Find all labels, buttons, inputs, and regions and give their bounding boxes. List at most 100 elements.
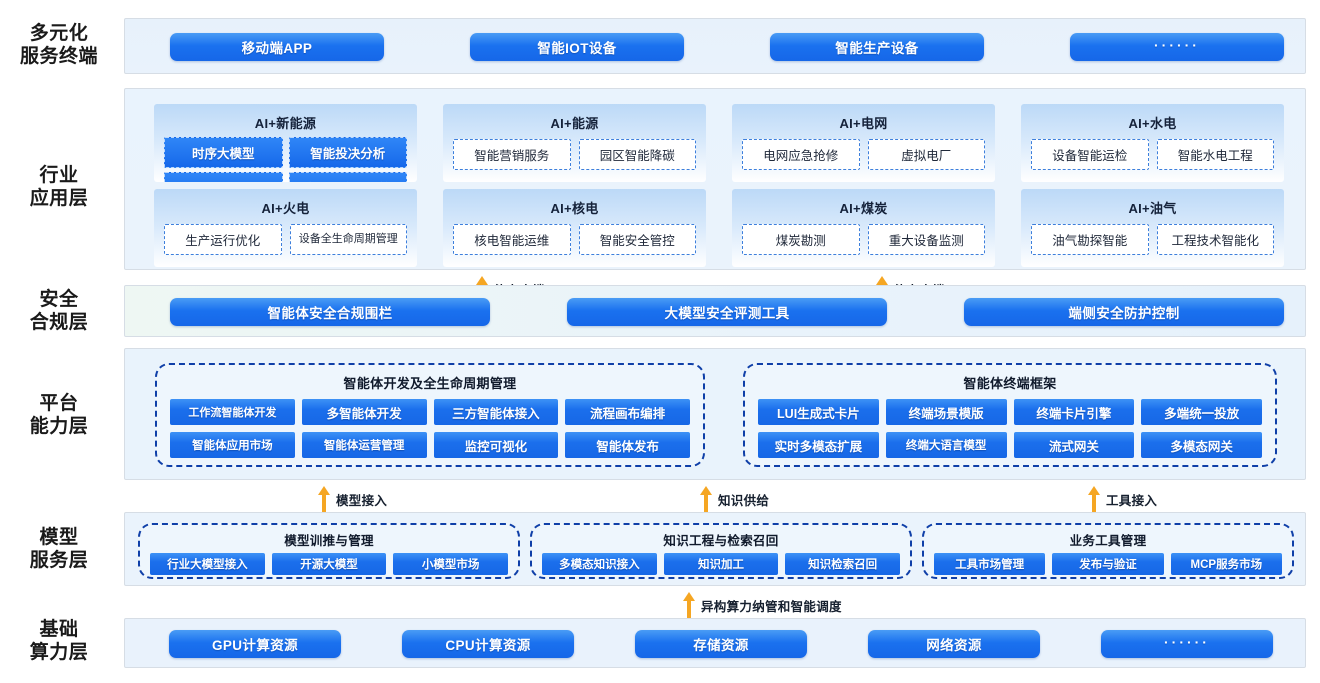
industry-card-5-items: 核电智能运维 智能安全管控 bbox=[443, 217, 706, 255]
industry-chip[interactable]: 虚拟电厂 bbox=[867, 139, 985, 170]
industry-chip[interactable]: 工程技术智能化 bbox=[1156, 224, 1274, 255]
industry-chip[interactable]: 油气勘探智能 bbox=[1031, 224, 1149, 255]
up-arrow-icon bbox=[683, 592, 695, 618]
layer-label-compute-line1: 基础 bbox=[39, 619, 79, 640]
platform-item[interactable]: 终端场景模版 bbox=[885, 399, 1007, 425]
security-item-1[interactable]: 大模型安全评测工具 bbox=[567, 298, 887, 326]
model-layer-band: 模型训推与管理 行业大模型接入 开源大模型 小模型市场 知识工程与检索召回 多模… bbox=[124, 512, 1306, 586]
industry-card-7-title: AI+油气 bbox=[1128, 201, 1177, 216]
industry-chip[interactable]: 核电智能运维 bbox=[453, 224, 571, 255]
industry-chip[interactable]: 生产运行优化 bbox=[164, 224, 282, 255]
industry-chip[interactable]: 煤炭勘测 bbox=[742, 224, 860, 255]
terminal-item-3[interactable]: ······ bbox=[1070, 33, 1284, 61]
industry-chip[interactable]: 市场化交易决策 bbox=[288, 172, 407, 182]
industry-chip[interactable]: 智能投决分析 bbox=[288, 137, 407, 168]
industry-card-4[interactable]: AI+火电 生产运行优化 设备全生命周期管理 bbox=[154, 189, 417, 267]
terminal-item-1[interactable]: 智能IOT设备 bbox=[470, 33, 684, 61]
industry-chip[interactable]: 资产运营 bbox=[164, 172, 283, 182]
layer-label-model-line2: 服务层 bbox=[29, 550, 89, 572]
platform-item[interactable]: 多端统一投放 bbox=[1141, 399, 1262, 425]
platform-item[interactable]: 流程画布编排 bbox=[565, 399, 690, 425]
model-item[interactable]: 开源大模型 bbox=[271, 553, 387, 575]
model-item[interactable]: 发布与验证 bbox=[1052, 553, 1164, 575]
platform-item[interactable]: 智能体应用市场 bbox=[170, 432, 295, 458]
platform-item[interactable]: 三方智能体接入 bbox=[433, 399, 559, 425]
industry-card-2[interactable]: AI+电网 电网应急抢修 虚拟电厂 bbox=[732, 104, 995, 182]
compute-item-2[interactable]: 存储资源 bbox=[635, 630, 807, 658]
up-arrow-icon bbox=[318, 486, 330, 512]
industry-chip[interactable]: 智能水电工程 bbox=[1156, 139, 1274, 170]
platform-item[interactable]: 多模态网关 bbox=[1141, 432, 1262, 458]
platform-item[interactable]: 流式网关 bbox=[1013, 432, 1135, 458]
model-item[interactable]: MCP服务市场 bbox=[1170, 553, 1282, 575]
model-group-2: 业务工具管理 工具市场管理 发布与验证 MCP服务市场 bbox=[922, 523, 1294, 579]
platform-item[interactable]: 智能体发布 bbox=[565, 432, 690, 458]
model-group-0: 模型训推与管理 行业大模型接入 开源大模型 小模型市场 bbox=[138, 523, 520, 579]
industry-chip[interactable]: 智能营销服务 bbox=[453, 139, 571, 170]
industry-card-6[interactable]: AI+煤炭 煤炭勘测 重大设备监测 bbox=[732, 189, 995, 267]
industry-card-1-title: AI+能源 bbox=[550, 116, 599, 131]
platform-group-1-items: LUI生成式卡片 终端场景模版 终端卡片引擎 多端统一投放 实时多模态扩展 终端… bbox=[745, 392, 1275, 458]
industry-chip[interactable]: 智能安全管控 bbox=[578, 224, 696, 255]
platform-item[interactable]: 多智能体开发 bbox=[301, 399, 427, 425]
industry-chip[interactable]: 设备智能运检 bbox=[1031, 139, 1149, 170]
industry-card-7[interactable]: AI+油气 油气勘探智能 工程技术智能化 bbox=[1021, 189, 1284, 267]
model-item[interactable]: 行业大模型接入 bbox=[150, 553, 265, 575]
industry-chip[interactable]: 电网应急抢修 bbox=[742, 139, 860, 170]
layer-label-industry: 行业 应用层 bbox=[0, 164, 118, 210]
up-arrow-icon bbox=[700, 486, 712, 512]
industry-card-1-items: 智能营销服务 园区智能降碳 bbox=[443, 132, 706, 170]
layer-label-model-line1: 模型 bbox=[39, 527, 79, 548]
model-item[interactable]: 多模态知识接入 bbox=[542, 553, 657, 575]
industry-card-3[interactable]: AI+水电 设备智能运检 智能水电工程 bbox=[1021, 104, 1284, 182]
platform-layer-band: 智能体开发及全生命周期管理 工作流智能体开发 多智能体开发 三方智能体接入 流程… bbox=[124, 348, 1306, 480]
layer-label-platform-line1: 平台 bbox=[39, 393, 79, 414]
connector-caption: 知识供给 bbox=[718, 493, 770, 508]
platform-group-1-title: 智能体终端框架 bbox=[963, 376, 1057, 391]
industry-card-5[interactable]: AI+核电 核电智能运维 智能安全管控 bbox=[443, 189, 706, 267]
industry-card-0[interactable]: AI+新能源 时序大模型 智能投决分析 资产运营 市场化交易决策 bbox=[154, 104, 417, 182]
security-item-2[interactable]: 端侧安全防护控制 bbox=[964, 298, 1284, 326]
compute-item-1[interactable]: CPU计算资源 bbox=[402, 630, 574, 658]
connector-tool-access: 工具接入 bbox=[1088, 486, 1157, 512]
industry-chip[interactable]: 重大设备监测 bbox=[867, 224, 985, 255]
platform-item[interactable]: LUI生成式卡片 bbox=[758, 399, 879, 425]
terminal-item-2[interactable]: 智能生产设备 bbox=[770, 33, 984, 61]
industry-chip[interactable]: 园区智能降碳 bbox=[578, 139, 696, 170]
platform-item[interactable]: 终端卡片引擎 bbox=[1013, 399, 1135, 425]
industry-card-0-items: 时序大模型 智能投决分析 资产运营 市场化交易决策 bbox=[154, 132, 417, 182]
platform-group-0-title: 智能体开发及全生命周期管理 bbox=[343, 376, 517, 391]
model-item[interactable]: 知识检索召回 bbox=[785, 553, 900, 575]
layer-label-security-line1: 安全 bbox=[39, 289, 79, 310]
model-group-2-items: 工具市场管理 发布与验证 MCP服务市场 bbox=[924, 549, 1292, 575]
compute-item-3[interactable]: 网络资源 bbox=[868, 630, 1040, 658]
industry-chip[interactable]: 时序大模型 bbox=[164, 137, 283, 168]
security-item-0[interactable]: 智能体安全合规围栏 bbox=[170, 298, 490, 326]
model-group-0-title: 模型训推与管理 bbox=[284, 534, 374, 548]
model-item[interactable]: 小模型市场 bbox=[393, 553, 508, 575]
platform-item[interactable]: 工作流智能体开发 bbox=[170, 399, 295, 425]
industry-chip[interactable]: 设备全生命周期管理 bbox=[289, 224, 407, 255]
platform-item[interactable]: 终端大语言模型 bbox=[885, 432, 1007, 458]
connector-caption: 异构算力纳管和智能调度 bbox=[701, 599, 842, 614]
model-item[interactable]: 工具市场管理 bbox=[934, 553, 1046, 575]
layer-label-security-line2: 合规层 bbox=[29, 312, 89, 334]
industry-card-1[interactable]: AI+能源 智能营销服务 园区智能降碳 bbox=[443, 104, 706, 182]
compute-layer-band: GPU计算资源 CPU计算资源 存储资源 网络资源 ······ bbox=[124, 618, 1306, 668]
platform-item[interactable]: 监控可视化 bbox=[433, 432, 559, 458]
model-group-1-title: 知识工程与检索召回 bbox=[663, 534, 779, 548]
up-arrow-icon bbox=[1088, 486, 1100, 512]
terminal-layer-band: 移动端APP 智能IOT设备 智能生产设备 ······ bbox=[124, 18, 1306, 74]
terminal-item-0[interactable]: 移动端APP bbox=[170, 33, 384, 61]
connector-compute-scheduling: 异构算力纳管和智能调度 bbox=[683, 592, 842, 618]
platform-item[interactable]: 实时多模态扩展 bbox=[758, 432, 879, 458]
compute-item-0[interactable]: GPU计算资源 bbox=[169, 630, 341, 658]
layer-label-terminal-line1: 多元化 bbox=[29, 23, 89, 44]
compute-item-4[interactable]: ······ bbox=[1101, 630, 1273, 658]
platform-group-0-items: 工作流智能体开发 多智能体开发 三方智能体接入 流程画布编排 智能体应用市场 智… bbox=[157, 392, 703, 458]
layer-label-platform-line2: 能力层 bbox=[29, 416, 89, 438]
model-item[interactable]: 知识加工 bbox=[663, 553, 779, 575]
model-group-2-title: 业务工具管理 bbox=[1069, 534, 1147, 548]
platform-item[interactable]: 智能体运营管理 bbox=[301, 432, 427, 458]
